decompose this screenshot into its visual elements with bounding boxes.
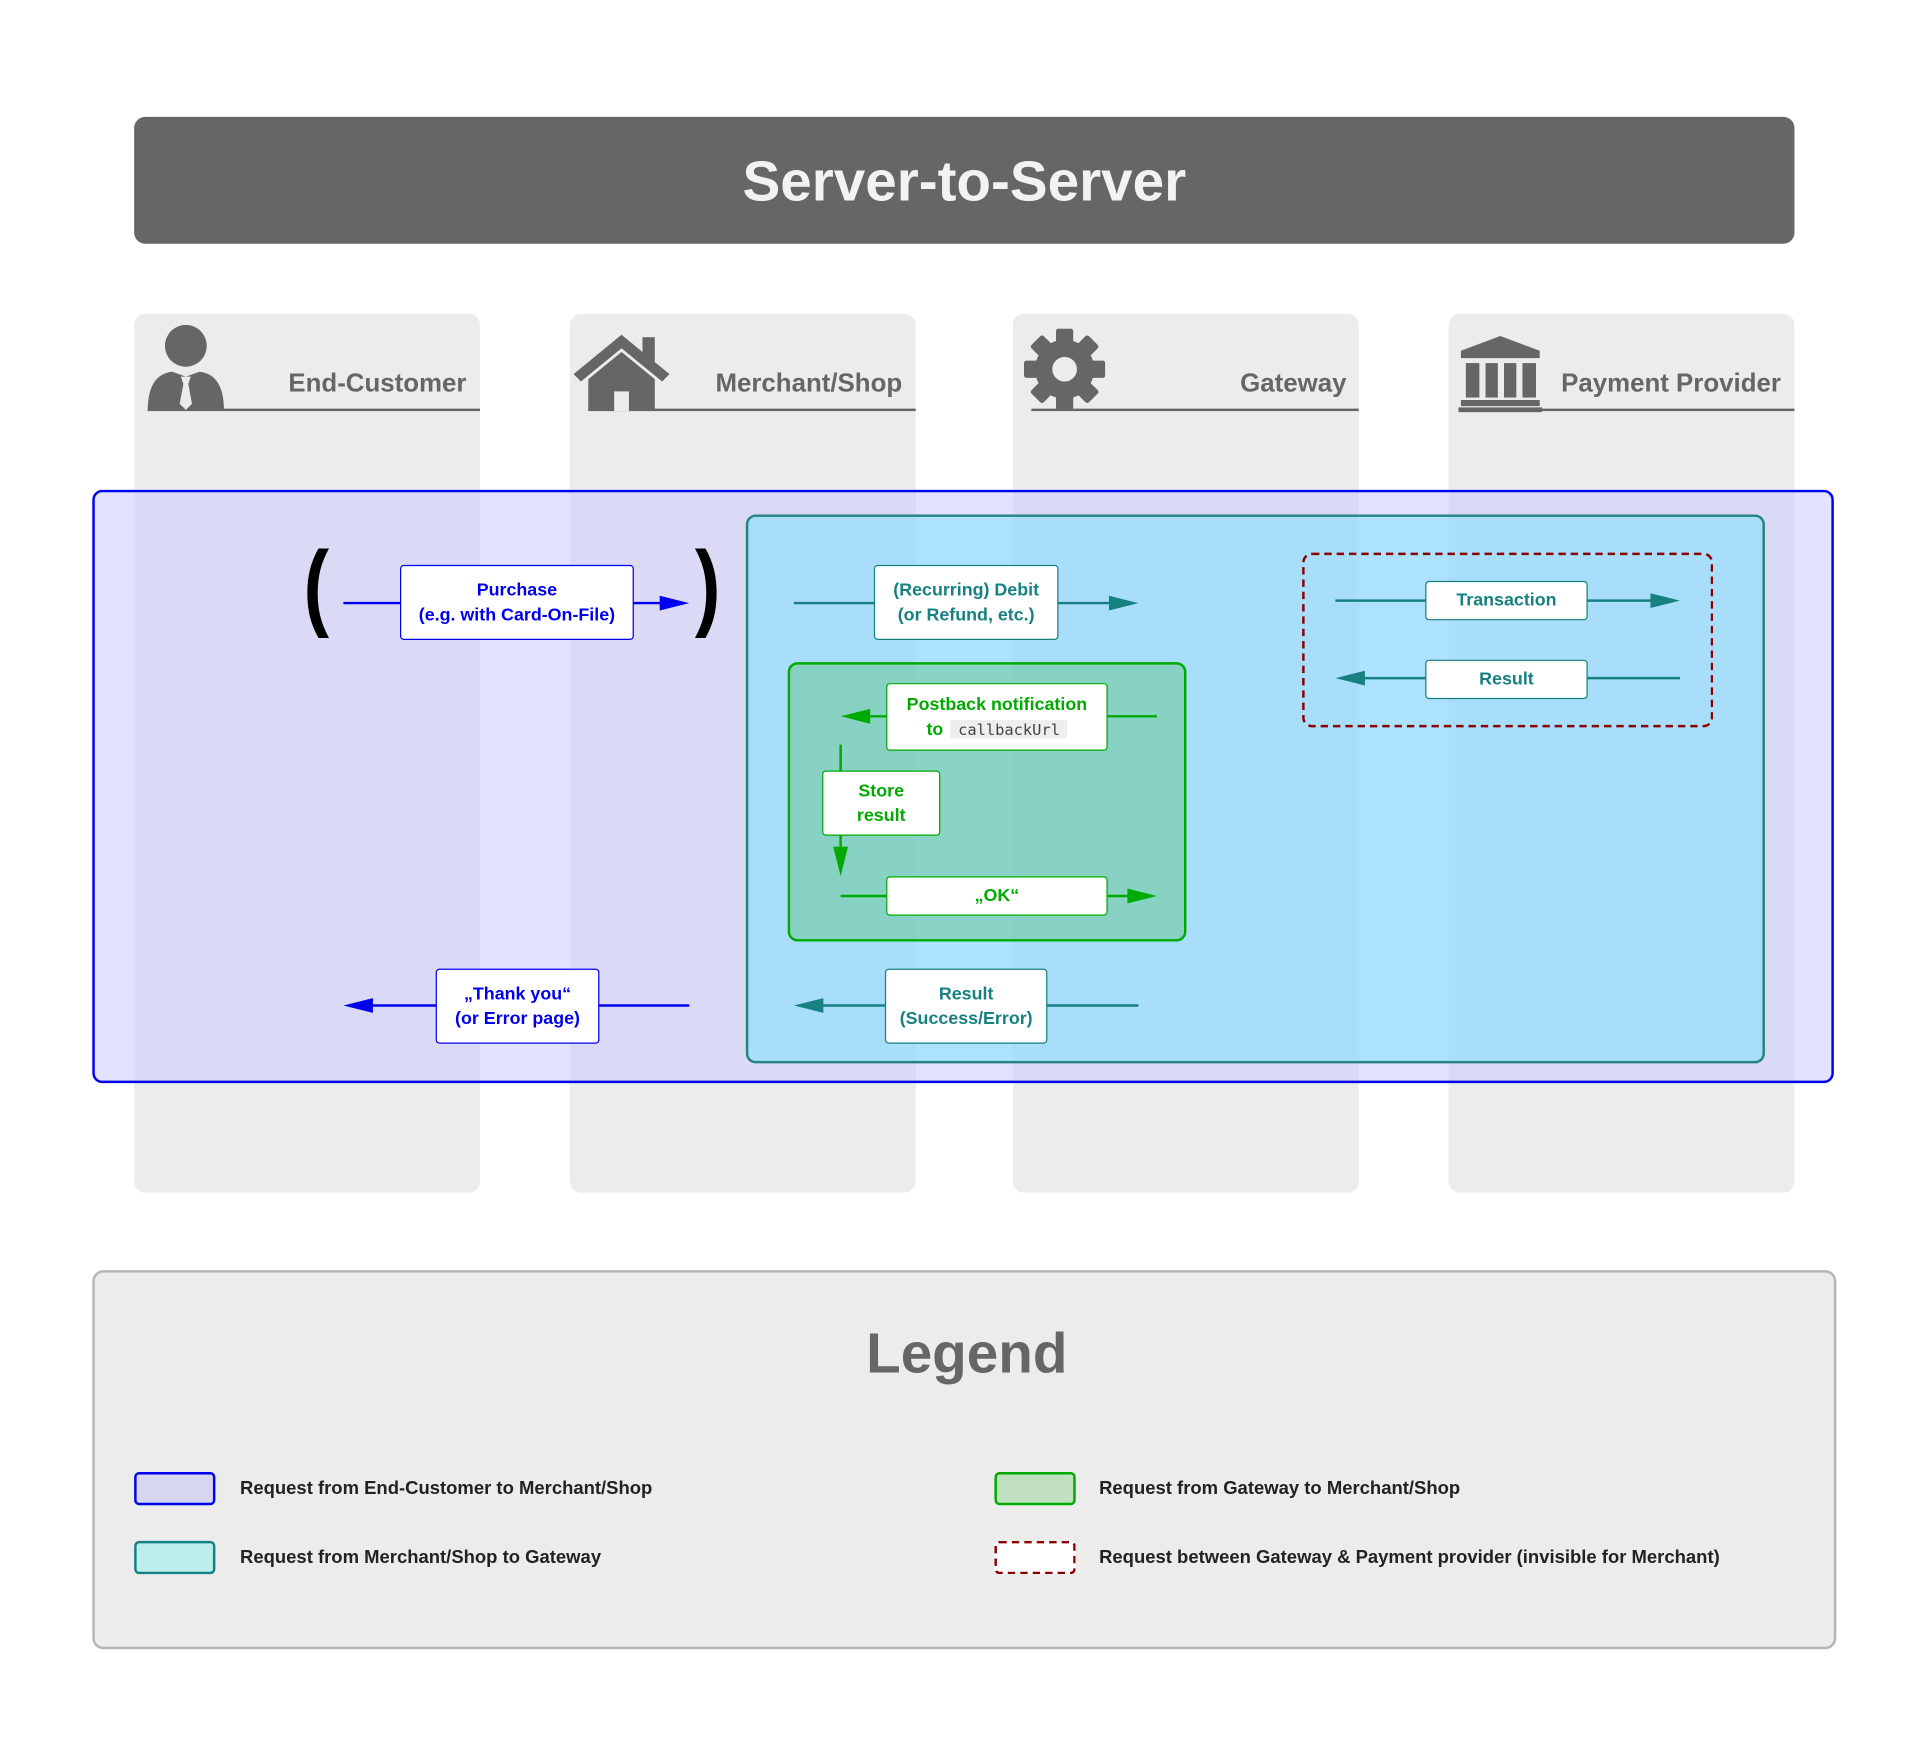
- diagram-title: Server-to-Server: [134, 116, 1795, 244]
- legend-label: Request from Gateway to Merchant/Shop: [1099, 1478, 1461, 1500]
- legend-swatch-green: [994, 1472, 1076, 1506]
- legend-title: Legend: [866, 1320, 1068, 1385]
- ok-label: „OK“: [974, 886, 1020, 906]
- optional-paren-close: ): [694, 530, 721, 639]
- postback-label: Postback notification: [906, 694, 1088, 715]
- legend-label: Request between Gateway & Payment provid…: [1099, 1547, 1720, 1569]
- legend-swatch-blue: [134, 1472, 216, 1506]
- legend: Legend Request from End-Customer to Merc…: [92, 1270, 1837, 1650]
- result-label: Result: [938, 984, 994, 1004]
- store-result-step: Store result: [822, 770, 941, 836]
- purchase-step: Purchase (e.g. with Card-On-File): [400, 564, 634, 641]
- debit-sublabel: (or Refund, etc.): [897, 604, 1035, 625]
- lane-divider: [588, 408, 916, 412]
- house-icon: [573, 334, 670, 412]
- purchase-label: Purchase: [476, 580, 558, 601]
- store-label: Store: [858, 780, 905, 801]
- ok-step: „OK“: [886, 876, 1108, 916]
- provider-result-step: Result: [1425, 659, 1588, 700]
- person-icon: [147, 324, 225, 412]
- transaction-label: Transaction: [1456, 590, 1557, 611]
- provider-result-label: Result: [1479, 669, 1534, 690]
- debit-step: (Recurring) Debit (or Refund, etc.): [873, 564, 1059, 641]
- postback-to: to: [926, 719, 944, 740]
- lane-divider: [1031, 408, 1359, 412]
- legend-label: Request from End-Customer to Merchant/Sh…: [240, 1478, 653, 1500]
- thankyou-sublabel: (or Error page): [455, 1008, 581, 1029]
- legend-swatch-dashed: [994, 1540, 1076, 1575]
- lane-label-payment-provider: Payment Provider: [1561, 369, 1781, 398]
- lane-divider: [147, 408, 481, 412]
- transaction-step: Transaction: [1425, 580, 1588, 621]
- purchase-sublabel: (e.g. with Card-On-File): [418, 604, 616, 625]
- bank-icon: [1458, 336, 1543, 413]
- lane-divider: [1460, 408, 1795, 412]
- lane-label-merchant-shop: Merchant/Shop: [715, 369, 903, 398]
- callback-url-code: callbackUrl: [950, 719, 1068, 738]
- postback-step: Postback notification to callbackUrl: [886, 683, 1108, 751]
- lane-label-gateway: Gateway: [1240, 369, 1347, 398]
- lane-label-end-customer: End-Customer: [288, 369, 467, 398]
- legend-label: Request from Merchant/Shop to Gateway: [240, 1547, 602, 1569]
- legend-swatch-teal: [134, 1540, 216, 1575]
- result-sublabel: (Success/Error): [899, 1008, 1033, 1029]
- store-sublabel: result: [856, 805, 906, 826]
- debit-label: (Recurring) Debit: [893, 580, 1040, 601]
- optional-paren-open: (: [303, 530, 330, 639]
- gateway-provider-request-area: [1302, 552, 1714, 728]
- thankyou-step: „Thank you“ (or Error page): [435, 968, 600, 1044]
- result-step: Result (Success/Error): [884, 968, 1048, 1044]
- thankyou-label: „Thank you“: [463, 984, 572, 1004]
- gear-icon: [1024, 328, 1106, 410]
